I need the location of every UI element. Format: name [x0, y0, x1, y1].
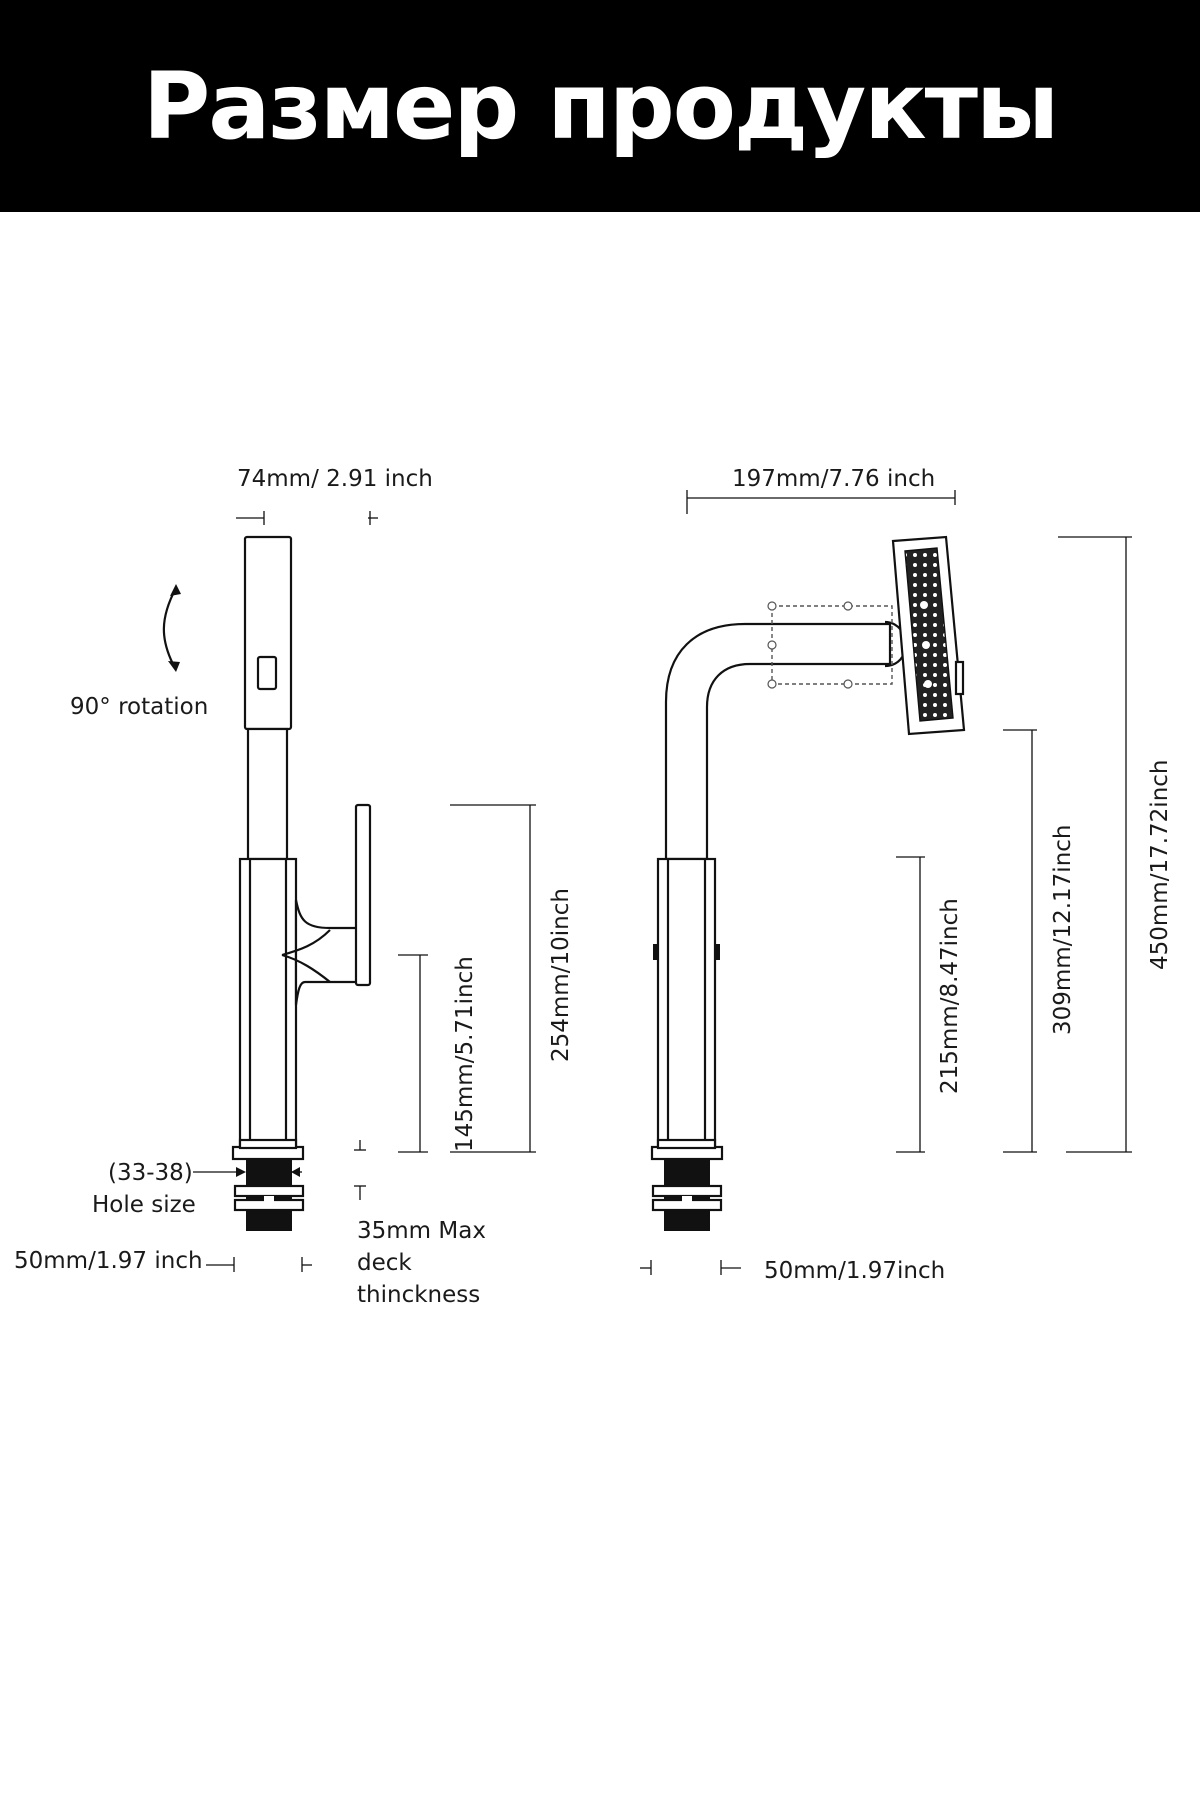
handle-connector: [294, 899, 364, 1006]
faucet-body: [238, 857, 298, 1149]
front-faucet-body: [656, 857, 717, 1149]
reach-label: 197mm/7.76 inch: [732, 466, 935, 492]
side-view: 74mm/ 2.91 inch 90° rotation (33-38) Hol…: [14, 466, 574, 1308]
handle-height-label: 145mm/5.71inch: [452, 956, 478, 1152]
page-title: Размер продукты: [142, 52, 1059, 160]
front-base-width-label: 50mm/1.97inch: [764, 1258, 945, 1284]
front-view: 197mm/7.76 inch 50mm/1.97inch 215mm/8.47…: [640, 466, 1173, 1284]
spout-height-label: 215mm/8.47inch: [937, 898, 963, 1094]
deck-thickness-line-3: thinckness: [357, 1282, 480, 1308]
spout: [664, 622, 892, 861]
total-height-label: 450mm/17.72inch: [1147, 760, 1173, 971]
front-mounting-nut: [651, 1184, 723, 1198]
upper-pipe: [246, 727, 289, 861]
spray-button: [256, 655, 278, 691]
deck-thickness-line-1: 35mm Max: [357, 1218, 486, 1244]
hole-size-label: Hole size: [92, 1192, 196, 1218]
rotation-label: 90° rotation: [70, 694, 208, 720]
lever-handle: [354, 803, 372, 987]
base-width-label: 50mm/1.97 inch: [14, 1248, 203, 1274]
rotation-arrow-icon: [162, 587, 177, 669]
lever-height-label: 254mm/10inch: [548, 888, 574, 1062]
hole-size-value: (33-38): [108, 1160, 193, 1186]
title-banner: Размер продукты: [0, 0, 1200, 212]
pull-out-head: [243, 535, 293, 731]
mounting-nut: [233, 1184, 305, 1198]
width-label: 74mm/ 2.91 inch: [237, 466, 433, 492]
head-height-label: 309mm/12.17inch: [1050, 825, 1076, 1036]
deck-thickness-line-2: deck: [357, 1250, 412, 1276]
